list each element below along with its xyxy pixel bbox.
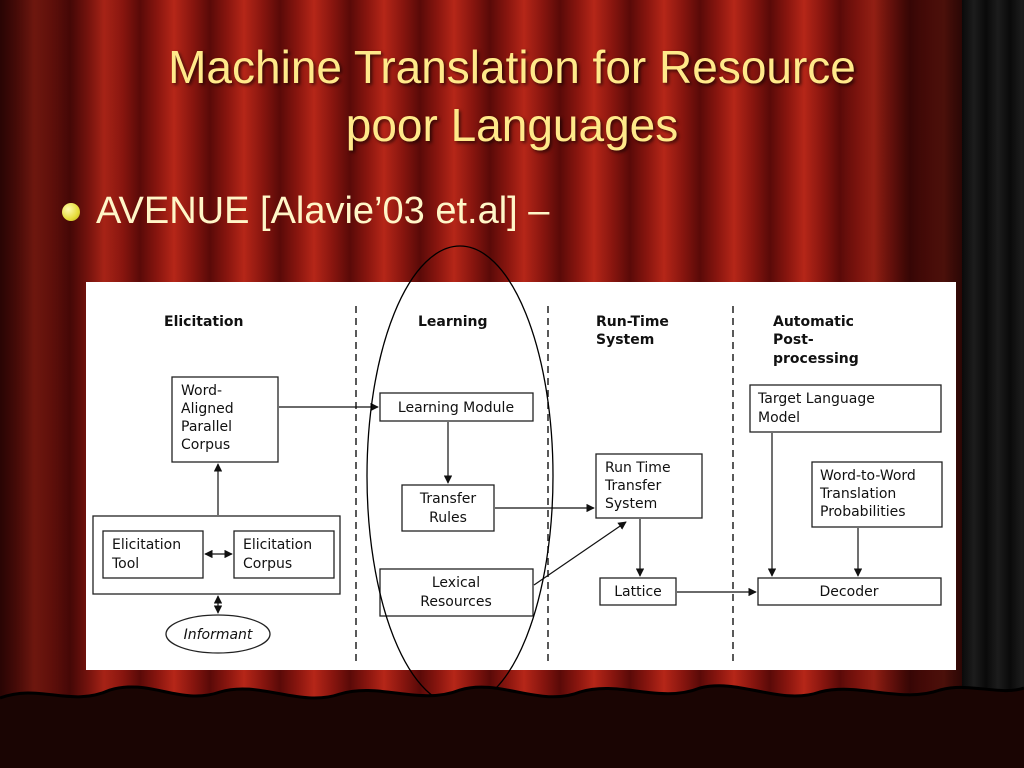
svg-text:Rules: Rules bbox=[429, 510, 467, 526]
svg-text:Run Time: Run Time bbox=[605, 460, 671, 476]
avenue-architecture-diagram: Elicitation Learning Run-Time System Aut… bbox=[86, 282, 956, 670]
svg-text:Transfer: Transfer bbox=[419, 491, 477, 507]
header-elicitation: Elicitation bbox=[164, 314, 243, 330]
svg-text:Corpus: Corpus bbox=[181, 437, 230, 453]
bullet-dot-icon bbox=[62, 202, 80, 221]
transfer-rules-box: Transfer Rules bbox=[401, 484, 495, 532]
target-language-model-box: Target Language Model bbox=[749, 384, 942, 433]
svg-text:Target Language: Target Language bbox=[757, 391, 875, 407]
svg-text:Translation: Translation bbox=[819, 486, 896, 502]
svg-text:Lattice: Lattice bbox=[614, 584, 662, 600]
elicitation-corpus-box: Elicitation Corpus bbox=[233, 530, 335, 579]
svg-text:Resources: Resources bbox=[420, 594, 492, 610]
svg-text:Word-to-Word: Word-to-Word bbox=[820, 468, 916, 484]
curtain-bottom-trim bbox=[0, 684, 1024, 768]
svg-text:Probabilities: Probabilities bbox=[820, 504, 906, 520]
header-runtime-1: Run-Time bbox=[596, 314, 669, 330]
diagram-arrows bbox=[204, 402, 863, 614]
decoder-box: Decoder bbox=[757, 577, 942, 606]
lexical-resources-box: Lexical Resources bbox=[379, 568, 534, 617]
word-to-word-box: Word-to-Word Translation Probabilities bbox=[811, 461, 943, 528]
header-post-2: Post- bbox=[773, 332, 814, 348]
svg-text:Decoder: Decoder bbox=[820, 584, 879, 600]
header-learning: Learning bbox=[418, 314, 488, 330]
bullet-item: AVENUE [Alavie’03 et.al] – bbox=[62, 190, 549, 233]
word-aligned-corpus-box: Word- Aligned Parallel Corpus bbox=[171, 376, 279, 463]
learning-highlight-ellipse bbox=[366, 245, 554, 707]
bullet-text: AVENUE [Alavie’03 et.al] – bbox=[96, 190, 550, 232]
svg-text:Lexical: Lexical bbox=[432, 575, 480, 591]
svg-text:Word-: Word- bbox=[181, 383, 222, 399]
dark-side-curtain bbox=[962, 0, 1024, 768]
title-line-2: poor Languages bbox=[345, 99, 679, 151]
svg-text:Parallel: Parallel bbox=[181, 419, 232, 435]
svg-text:System: System bbox=[605, 496, 657, 512]
header-post-3: processing bbox=[773, 351, 859, 367]
informant-node: Informant bbox=[165, 614, 271, 654]
header-post-1: Automatic bbox=[773, 314, 854, 330]
lattice-box: Lattice bbox=[599, 577, 677, 606]
svg-text:Transfer: Transfer bbox=[604, 478, 662, 494]
elicitation-tool-box: Elicitation Tool bbox=[102, 530, 204, 579]
svg-text:Elicitation: Elicitation bbox=[112, 537, 181, 553]
learning-module-box: Learning Module bbox=[379, 392, 534, 422]
svg-text:Informant: Informant bbox=[184, 627, 253, 643]
slide-title: Machine Translation for Resource poor La… bbox=[0, 38, 1024, 154]
arrow-lexical-to-runtime bbox=[533, 521, 627, 586]
title-line-1: Machine Translation for Resource bbox=[168, 41, 856, 93]
svg-text:Aligned: Aligned bbox=[181, 401, 234, 417]
run-time-transfer-box: Run Time Transfer System bbox=[595, 453, 703, 519]
svg-text:Corpus: Corpus bbox=[243, 556, 292, 572]
column-dividers bbox=[355, 306, 734, 666]
svg-text:Elicitation: Elicitation bbox=[243, 537, 312, 553]
header-runtime-2: System bbox=[596, 332, 654, 348]
svg-text:Tool: Tool bbox=[111, 556, 139, 572]
svg-text:Learning Module: Learning Module bbox=[398, 400, 514, 416]
svg-text:Model: Model bbox=[758, 410, 800, 426]
